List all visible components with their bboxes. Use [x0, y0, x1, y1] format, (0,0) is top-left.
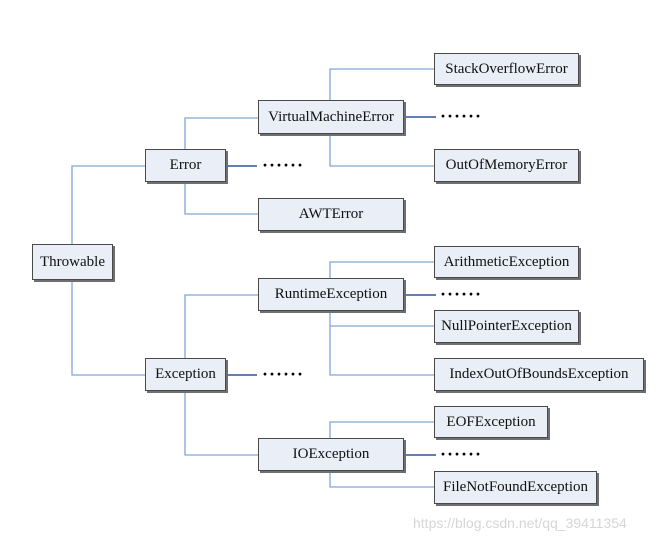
node-throwable: Throwable	[32, 244, 113, 280]
node-io-exception: IOException	[258, 438, 404, 471]
ellipsis-virtual-machine-error: ······	[440, 106, 483, 126]
node-index-out-of-bounds-exception: IndexOutOfBoundsException	[434, 358, 644, 391]
node-awt-error: AWTError	[258, 198, 404, 231]
node-stack-overflow-error: StackOverflowError	[434, 53, 579, 85]
ellipsis-exception: ······	[262, 364, 305, 384]
node-runtime-exception: RuntimeException	[258, 278, 404, 311]
node-exception: Exception	[145, 358, 226, 391]
node-file-not-found-exception: FileNotFoundException	[434, 471, 597, 504]
ellipsis-io-exception: ······	[440, 444, 483, 464]
watermark-text: https://blog.csdn.net/qq_39411354	[413, 515, 627, 531]
ellipsis-error: ······	[262, 155, 305, 175]
node-virtual-machine-error: VirtualMachineError	[258, 100, 404, 134]
node-out-of-memory-error: OutOfMemoryError	[434, 149, 579, 182]
ellipsis-runtime-exception: ······	[440, 284, 483, 304]
node-error: Error	[145, 149, 226, 182]
node-null-pointer-exception: NullPointerException	[434, 310, 579, 343]
node-eof-exception: EOFException	[434, 406, 548, 438]
node-arithmetic-exception: ArithmeticException	[434, 246, 579, 278]
